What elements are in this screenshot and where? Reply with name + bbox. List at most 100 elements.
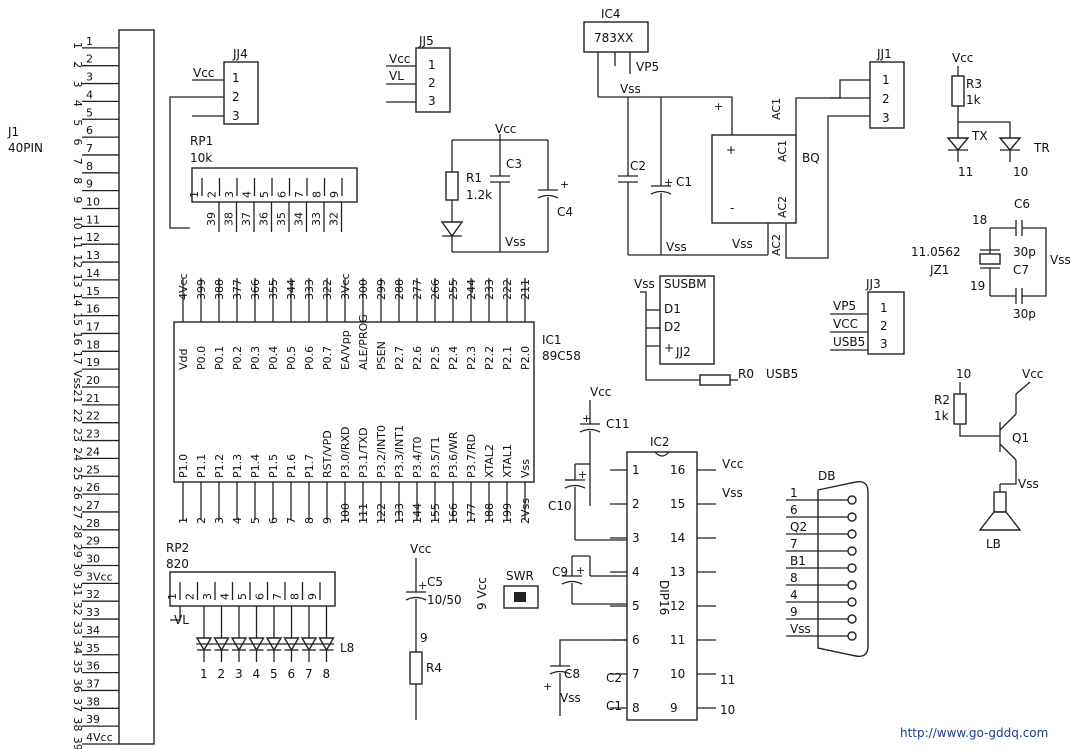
j1-pin-1: 1 — [86, 35, 93, 48]
svg-text:+: + — [582, 412, 591, 425]
ic1-bot-net-19: 2Vss — [519, 498, 532, 524]
c6-value: 30p — [1013, 245, 1036, 259]
buzzer-driver: 10 R2 1k Vcc Q1 Vss LB — [934, 367, 1043, 551]
jj3-net-usb5: USB5 — [833, 335, 865, 349]
ic1-bot-pin-14: P3.5/T1 — [429, 436, 442, 478]
led-power — [440, 221, 464, 238]
ic1-bot-net-6: 7 — [285, 517, 298, 524]
j1-pin-36: 36 — [86, 660, 100, 673]
connector-jj1: JJ1 1 2 3 — [869, 47, 905, 129]
j1-pin-32: 32 — [86, 588, 100, 601]
usb-d2: D2 — [664, 320, 681, 334]
ic1-bot-net-9: 100 — [339, 503, 352, 524]
ic1-bot-net-1: 2 — [195, 517, 208, 524]
led-array-pin-8: 8 — [323, 667, 331, 681]
rp1-bottom-4: 35 — [275, 212, 288, 226]
crystal-jz1 — [979, 253, 1001, 265]
rp1-pin-5: 5 — [258, 191, 271, 198]
crystal-n19: 19 — [970, 279, 985, 293]
j1-side-7: 8 — [71, 177, 84, 184]
rp1-bottom-1: 38 — [223, 212, 236, 226]
ic1-bot-pin-2: P1.2 — [213, 454, 226, 478]
ic1-top-net-17: 233 — [483, 279, 496, 300]
db9-net-6: 4 — [790, 588, 798, 602]
bridge-bq — [711, 134, 797, 224]
j1-side-29: 32 — [71, 602, 84, 616]
j1-side-10: 11 — [71, 235, 84, 249]
c5-net: 9 — [420, 631, 428, 645]
crystal-block: C6 18 11.0562 JZ1 30p C7 Vss 19 30p — [911, 197, 1071, 321]
jj5-net-vl: VL — [389, 69, 404, 83]
ic2-c1-net: C1 — [606, 699, 622, 713]
ic1-top-pin-18: P2.1 — [501, 346, 514, 370]
ic1-bot-pin-7: P1.7 — [303, 454, 316, 478]
ic1-bot-pin-5: P1.5 — [267, 454, 280, 478]
ic1-bot-pin-1: P1.1 — [195, 454, 208, 478]
j1-side-28: 31 — [71, 582, 84, 596]
ic1-bot-net-8: 9 — [321, 517, 334, 524]
swr-ref: SWR — [506, 569, 534, 583]
led-tr-label: TR — [1033, 141, 1050, 155]
r3-value: 1k — [966, 93, 981, 107]
rp2-pin-1: 1 — [166, 593, 179, 600]
usb-body — [659, 275, 715, 365]
jj3-ref: JJ3 — [865, 277, 881, 291]
jj5-pin2: 2 — [428, 76, 436, 90]
ic2-pin-13: 13 — [670, 565, 685, 579]
led-tx — [946, 137, 970, 152]
j1-pin-28: 28 — [86, 517, 100, 530]
ic1-bot-pin-15: P3.6/WR — [447, 431, 460, 478]
usb-vss: Vss — [634, 277, 655, 291]
svg-text:+: + — [578, 468, 587, 481]
q1-vss: Vss — [1018, 477, 1039, 491]
speaker-body — [993, 491, 1007, 513]
j1-pin-23: 23 — [86, 428, 100, 441]
usb-d1: D1 — [664, 302, 681, 316]
rp1-bottom-0: 39 — [205, 212, 218, 226]
j1-side-19: 22 — [71, 409, 84, 423]
ic1-top-net-0: 4Vcc — [177, 273, 190, 300]
j1-pin-8: 8 — [86, 160, 93, 173]
j1-side-23: 26 — [71, 486, 84, 500]
r2-net: 10 — [956, 367, 971, 381]
crystal-n18: 18 — [972, 213, 987, 227]
jj3-body — [867, 291, 905, 355]
ac2-outer: AC2 — [770, 234, 783, 256]
switch-swr-knob[interactable] — [514, 592, 526, 602]
ic1-bot-net-4: 5 — [249, 517, 262, 524]
rp1-pin-1: 1 — [188, 191, 201, 198]
j1-pin-16: 16 — [86, 303, 100, 316]
j1-side-14: 15 — [71, 312, 84, 326]
j1-pin-19: 19 — [86, 356, 100, 369]
ic1-top-pin-4: P0.3 — [249, 346, 262, 370]
j1-pin-14: 14 — [86, 267, 100, 280]
ic1-top-net-9: 3Vcc — [339, 273, 352, 300]
ic1-top-net-7: 333 — [303, 279, 316, 300]
ic1-bot-pin-19: Vss — [519, 459, 532, 478]
j1-side-3: 4 — [71, 100, 84, 107]
connector-jj5: JJ5 Vcc VL 1 2 3 — [386, 34, 451, 113]
j1-pin-18: 18 — [86, 338, 100, 351]
ic1-top-pin-1: P0.0 — [195, 346, 208, 370]
c4-ref: C4 — [557, 205, 573, 219]
j1-pin-5: 5 — [86, 106, 93, 119]
j1-body — [118, 29, 155, 745]
q1-vcc: Vcc — [1022, 367, 1043, 381]
r3-ref: R3 — [966, 77, 982, 91]
c5-ref: C5 — [427, 575, 443, 589]
jj3-net-vp5: VP5 — [833, 299, 856, 313]
jj3-pin2: 2 — [880, 319, 888, 333]
rp2-pin-6: 6 — [254, 593, 267, 600]
ic1-top-net-8: 322 — [321, 279, 334, 300]
swr-vcc: 9 Vcc — [475, 577, 489, 610]
ic1-bot-net-15: 166 — [447, 503, 460, 524]
r0-body — [699, 374, 731, 386]
ic1-bot-net-18: 199 — [501, 503, 514, 524]
j1-pin-34: 34 — [86, 624, 100, 637]
ic1-top-pin-19: P2.0 — [519, 346, 532, 370]
ic1-top-net-18: 222 — [501, 279, 514, 300]
ic1-top-net-10: 300 — [357, 279, 370, 300]
